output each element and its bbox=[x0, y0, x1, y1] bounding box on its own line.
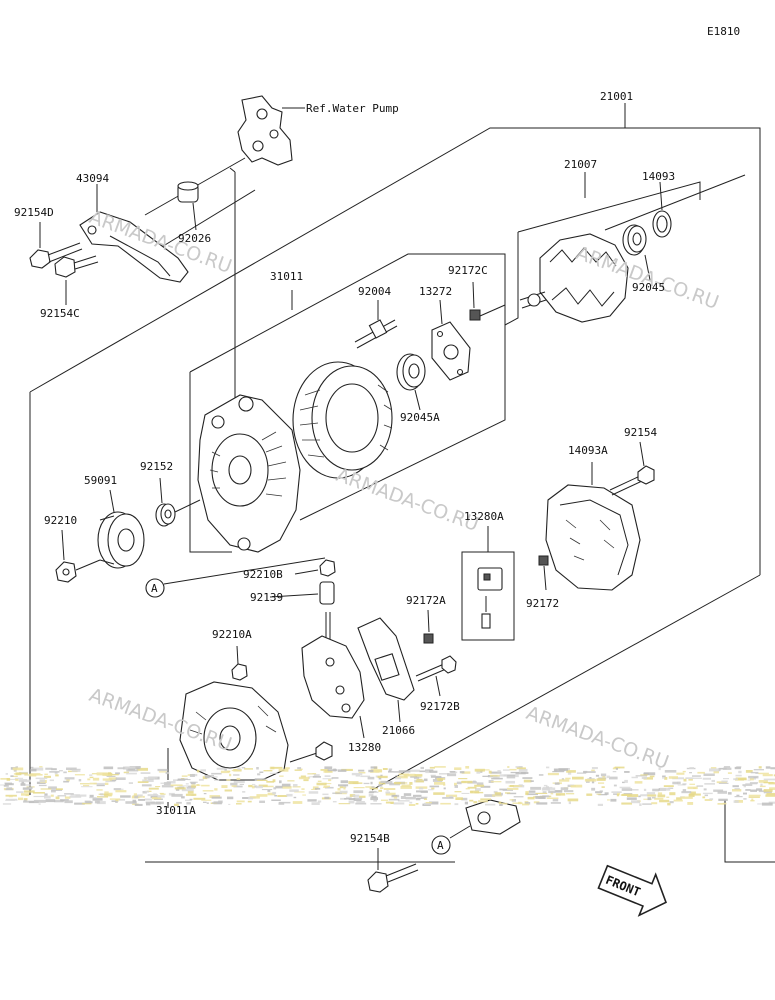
part-label-13272[interactable]: 13272 bbox=[419, 285, 452, 298]
part-label-92210A[interactable]: 92210A bbox=[212, 628, 252, 641]
part-label-92026[interactable]: 92026 bbox=[178, 232, 211, 245]
part-label-13280A[interactable]: 13280A bbox=[464, 510, 504, 523]
part-label-92154[interactable]: 92154 bbox=[624, 426, 657, 439]
part-label-92154B[interactable]: 92154B bbox=[350, 832, 390, 845]
nut-92154C bbox=[54, 255, 99, 305]
rear-cover-14093A bbox=[545, 462, 641, 591]
spacer-92026 bbox=[177, 181, 199, 231]
bolt-92172B bbox=[415, 655, 457, 697]
nut-92210B bbox=[294, 559, 336, 577]
part-label-92210B[interactable]: 92210B bbox=[243, 568, 283, 581]
nut-92210A bbox=[231, 645, 248, 681]
part-label-21001[interactable]: 21001 bbox=[600, 90, 633, 103]
part-label-92172[interactable]: 92172 bbox=[526, 597, 559, 610]
retainer-13272 bbox=[431, 299, 471, 381]
rotor-21007 bbox=[519, 233, 629, 323]
part-label-92139[interactable]: 92139 bbox=[250, 591, 283, 604]
part-label-59091[interactable]: 59091 bbox=[84, 474, 117, 487]
nut-92210 bbox=[55, 529, 101, 583]
regulator-21066 bbox=[357, 617, 415, 723]
part-label-31011A[interactable]: 31011A bbox=[156, 804, 196, 817]
stud-bolt-92004 bbox=[354, 300, 398, 349]
part-label-92210[interactable]: 92210 bbox=[44, 514, 77, 527]
part-label-21007[interactable]: 21007 bbox=[564, 158, 597, 171]
part-labels: 21001 21007 14093 43094 92154D 92026 921… bbox=[14, 90, 675, 845]
frame-21001 bbox=[29, 103, 775, 863]
part-label-31011[interactable]: 31011 bbox=[270, 270, 303, 283]
part-label-92045A[interactable]: 92045A bbox=[400, 411, 440, 424]
insulator-92139 bbox=[269, 581, 335, 605]
part-label-13280[interactable]: 13280 bbox=[348, 741, 381, 754]
screw-92172A bbox=[423, 609, 434, 644]
rectifier-13280 bbox=[301, 612, 365, 739]
screw-92172 bbox=[538, 555, 549, 591]
front-housing bbox=[197, 394, 301, 553]
callout-a-top-label: A bbox=[151, 582, 158, 595]
bolt-92154D bbox=[29, 222, 83, 269]
callout-a-bottom-label: A bbox=[437, 839, 444, 852]
lower-mount bbox=[465, 799, 521, 835]
part-label-92154D[interactable]: 92154D bbox=[14, 206, 54, 219]
bearing-92045 bbox=[622, 224, 651, 281]
part-label-92004[interactable]: 92004 bbox=[358, 285, 391, 298]
ref-water-pump-label: Ref.Water Pump bbox=[306, 102, 399, 115]
adjuster-bracket-43094 bbox=[79, 184, 189, 283]
part-label-92045[interactable]: 92045 bbox=[632, 281, 665, 294]
part-label-92154C[interactable]: 92154C bbox=[40, 307, 80, 320]
water-pump-ref-part bbox=[144, 95, 305, 400]
frame-21007 bbox=[504, 172, 746, 326]
bolt-92154B bbox=[367, 848, 419, 893]
brush-holder-box-13280A bbox=[461, 526, 515, 641]
diagram-code: E1810 bbox=[707, 25, 740, 38]
part-label-92172A[interactable]: 92172A bbox=[406, 594, 446, 607]
collar-92152 bbox=[155, 477, 201, 527]
part-label-43094[interactable]: 43094 bbox=[76, 172, 109, 185]
screw-92172C bbox=[469, 281, 506, 321]
watermark-3: ARMADA-CO.RU bbox=[333, 464, 481, 536]
part-label-14093[interactable]: 14093 bbox=[642, 170, 675, 183]
part-label-92152[interactable]: 92152 bbox=[140, 460, 173, 473]
callout-a-top: A bbox=[145, 557, 326, 598]
part-label-21066[interactable]: 21066 bbox=[382, 724, 415, 737]
watermark-5: ARMADA-CO.RU bbox=[523, 702, 671, 774]
part-label-92172B[interactable]: 92172B bbox=[420, 700, 460, 713]
pulley-59091 bbox=[97, 489, 145, 569]
front-arrow: FRONT bbox=[597, 864, 667, 917]
bolt-92154 bbox=[609, 441, 655, 496]
part-label-14093A[interactable]: 14093A bbox=[568, 444, 608, 457]
bearing-92045A bbox=[396, 353, 426, 411]
rear-housing-31011A bbox=[179, 681, 333, 781]
callout-a-bottom: A bbox=[431, 825, 471, 855]
frame-31011 bbox=[189, 253, 506, 553]
stator bbox=[292, 361, 393, 479]
cover-14093 bbox=[652, 181, 672, 238]
part-label-92172C[interactable]: 92172C bbox=[448, 264, 488, 277]
